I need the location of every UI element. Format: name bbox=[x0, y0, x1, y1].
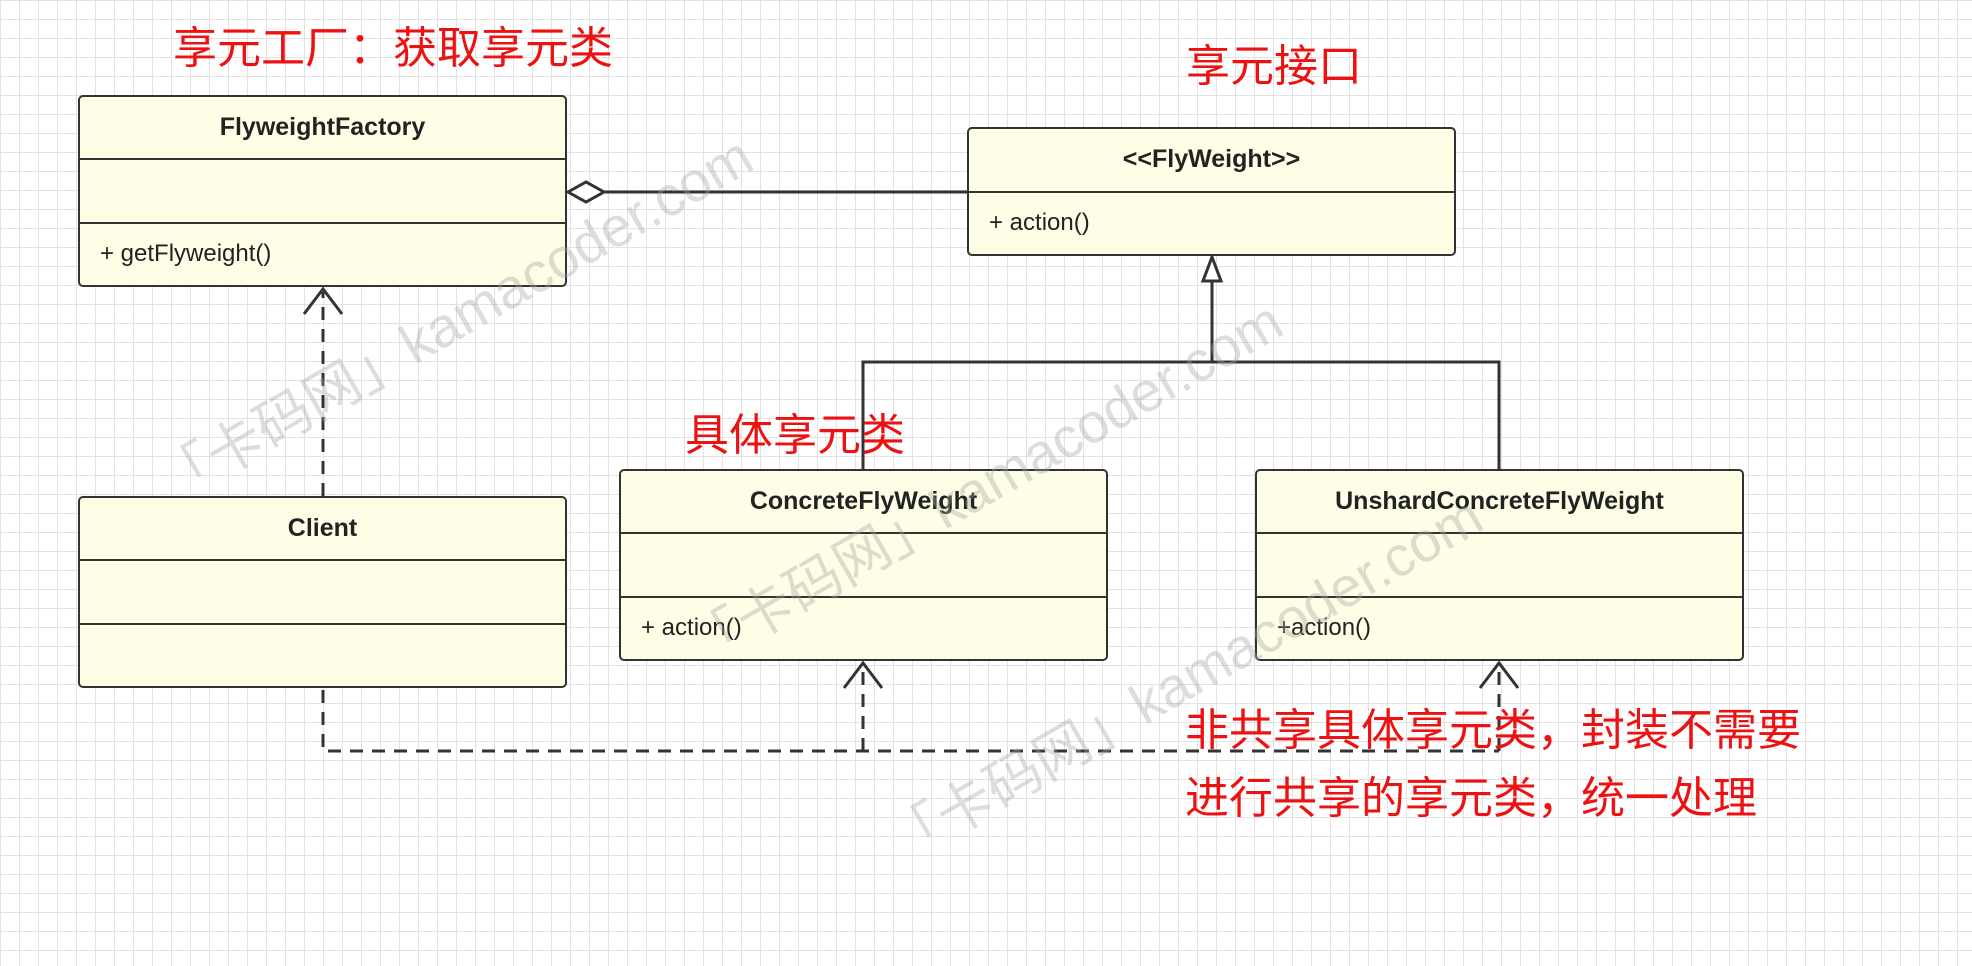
class-methods: + action() bbox=[621, 595, 1106, 659]
class-methods: +action() bbox=[1257, 595, 1742, 659]
class-unshared-concrete-flyweight[interactable]: UnshardConcreteFlyWeight +action() bbox=[1255, 469, 1744, 661]
inheritance-line-unshared bbox=[1212, 360, 1501, 471]
dependency-arrow-concrete bbox=[842, 660, 884, 689]
class-flyweight-factory[interactable]: FlyweightFactory + getFlyweight() bbox=[78, 95, 567, 287]
class-name: Client bbox=[287, 514, 358, 543]
note-interface: 享元接口 bbox=[1186, 42, 1362, 91]
class-attributes bbox=[80, 158, 565, 221]
note-concrete: 具体享元类 bbox=[685, 411, 905, 460]
class-concrete-flyweight[interactable]: ConcreteFlyWeight + action() bbox=[619, 469, 1108, 661]
interface-name: <<FlyWeight>> bbox=[1122, 145, 1301, 174]
class-name: ConcreteFlyWeight bbox=[749, 487, 978, 516]
interface-flyweight[interactable]: <<FlyWeight>> + action() bbox=[967, 127, 1456, 256]
aggregation-diamond bbox=[564, 180, 608, 204]
note-unshared-line1: 非共享具体享元类，封装不需要 bbox=[1185, 706, 1801, 755]
class-methods: + getFlyweight() bbox=[80, 221, 565, 285]
note-factory: 享元工厂：获取享元类 bbox=[173, 24, 613, 73]
dependency-line-bottom bbox=[321, 690, 1499, 753]
class-attributes bbox=[1257, 532, 1742, 595]
inheritance-line-concrete bbox=[861, 360, 1212, 471]
class-attributes bbox=[80, 559, 565, 622]
interface-methods: + action() bbox=[969, 190, 1454, 255]
class-methods bbox=[80, 622, 565, 686]
note-unshared-line2: 进行共享的享元类，统一处理 bbox=[1185, 774, 1757, 823]
class-name: FlyweightFactory bbox=[219, 113, 426, 142]
dependency-arrow-factory bbox=[302, 286, 344, 315]
class-name: UnshardConcreteFlyWeight bbox=[1335, 487, 1664, 516]
class-client[interactable]: Client bbox=[78, 496, 567, 688]
inheritance-arrowhead bbox=[1200, 252, 1224, 283]
class-attributes bbox=[621, 532, 1106, 595]
dependency-arrow-unshared bbox=[1478, 660, 1520, 689]
